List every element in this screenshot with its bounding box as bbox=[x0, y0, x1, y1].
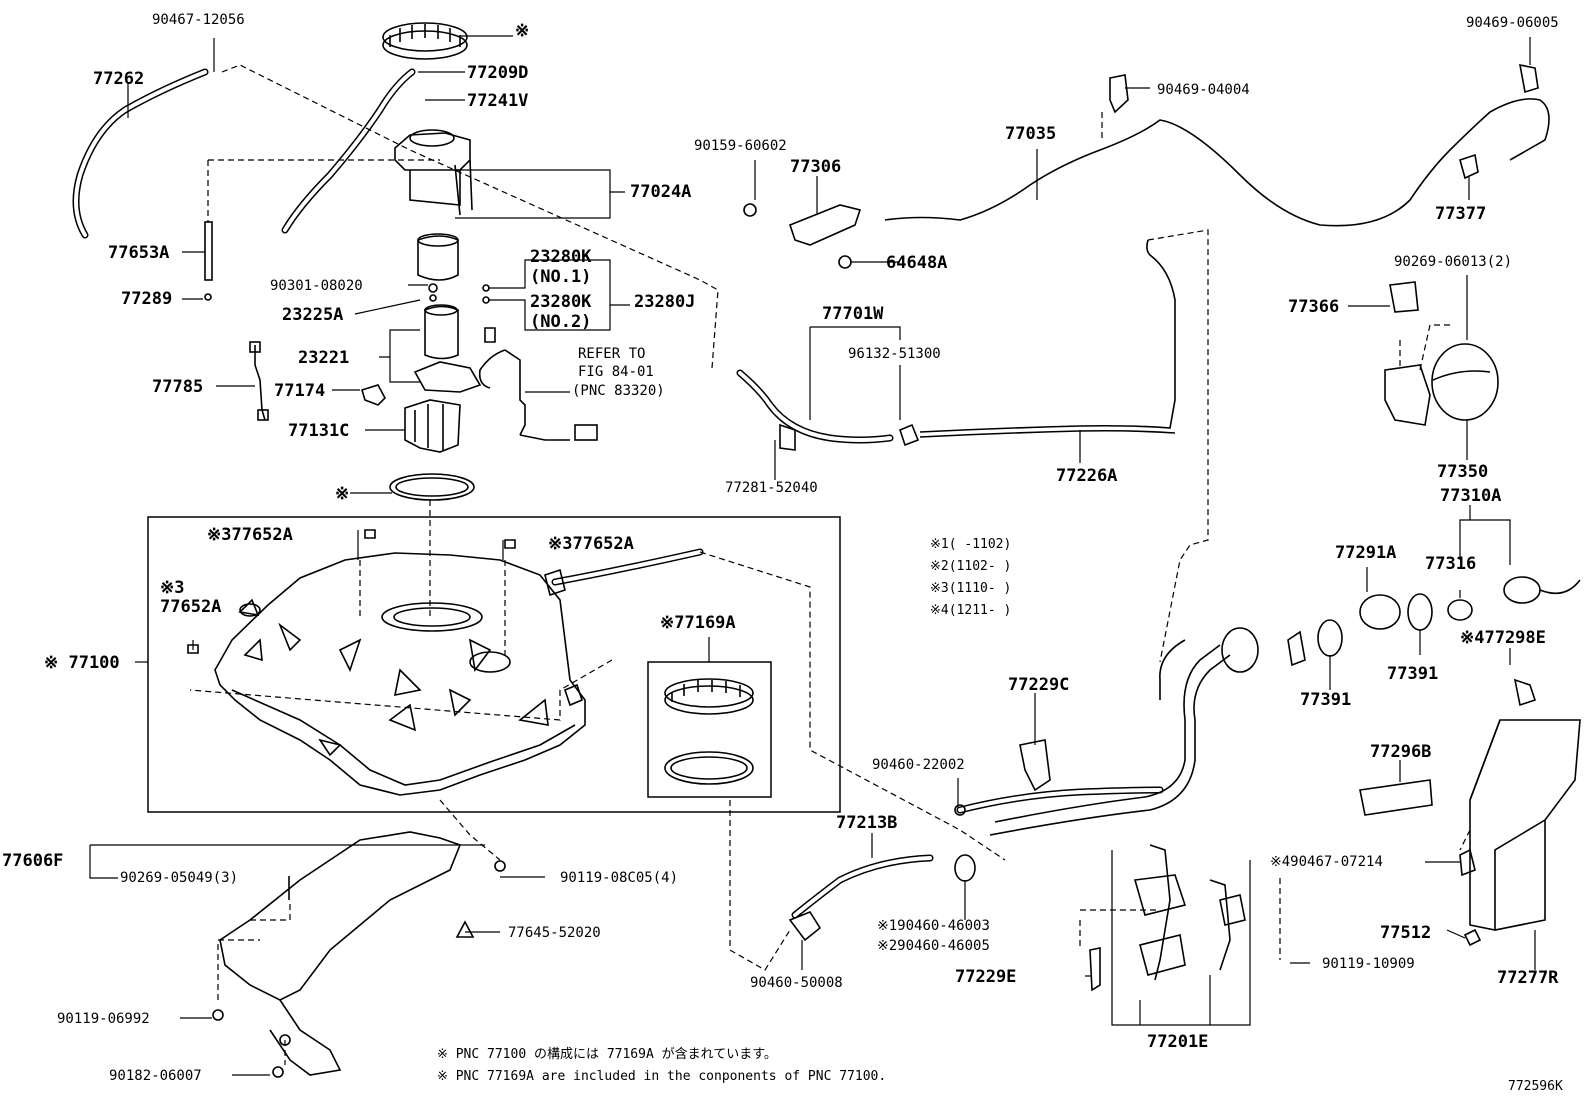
label-23280K-2: 23280K bbox=[530, 292, 592, 312]
label-90269-06013: 90269-06013(2) bbox=[1394, 254, 1512, 270]
label-23221: 23221 bbox=[298, 348, 349, 368]
label-77296B: 77296B bbox=[1370, 742, 1431, 762]
label-77289: 77289 bbox=[121, 289, 172, 309]
diagram-id: 772596K bbox=[1508, 1079, 1563, 1094]
label-77306: 77306 bbox=[790, 157, 841, 177]
label-77262: 77262 bbox=[93, 69, 144, 89]
label-90469-06005: 90469-06005 bbox=[1466, 15, 1559, 31]
parts-artwork bbox=[72, 22, 1581, 1078]
label-77310A: 77310A bbox=[1440, 486, 1501, 506]
label-77131C: 77131C bbox=[288, 421, 349, 441]
label-77201E: 77201E bbox=[1147, 1032, 1208, 1052]
label-90269-05049: 90269-05049(3) bbox=[120, 870, 238, 886]
label-90159-60602: 90159-60602 bbox=[694, 138, 787, 154]
label-77281-52040: 77281-52040 bbox=[725, 480, 818, 496]
footer-note-english: ※ PNC 77169A are included in the conpone… bbox=[437, 1069, 886, 1084]
label-77652A-right: ※377652A bbox=[548, 534, 634, 554]
label-77391-b: 77391 bbox=[1387, 664, 1438, 684]
label-77241V: 77241V bbox=[467, 91, 528, 111]
label-77100: ※ 77100 bbox=[44, 653, 120, 673]
fuel-tank-frame bbox=[147, 516, 841, 813]
label-77035: 77035 bbox=[1005, 124, 1056, 144]
label-90469-04004: 90469-04004 bbox=[1157, 82, 1250, 98]
label-ring-mark-top: ※ bbox=[515, 21, 529, 41]
label-77377: 77377 bbox=[1435, 204, 1486, 224]
label-77366: 77366 bbox=[1288, 297, 1339, 317]
label-77652A-side-mark: ※3 bbox=[160, 578, 184, 598]
label-90467-07214: ※490467-07214 bbox=[1270, 854, 1383, 870]
label-77316: 77316 bbox=[1425, 554, 1476, 574]
leader-lines bbox=[89, 35, 1536, 1076]
label-90460-46003: ※190460-46003 bbox=[877, 918, 990, 934]
label-90119-08C05: 90119-08C05(4) bbox=[560, 870, 678, 886]
legend-line-4: ※4(1211- ) bbox=[930, 603, 1011, 618]
fuel-tank-shape bbox=[214, 552, 586, 796]
part-labels: 90467-12056 77262 77209D 77241V 77024A 7… bbox=[2, 12, 1559, 1084]
label-refer-line1: REFER TO bbox=[578, 346, 645, 362]
label-refer-line3: (PNC 83320) bbox=[572, 383, 665, 399]
footer-notes: ※ PNC 77100 の構成には 77169A が含まれています。 ※ PNC… bbox=[437, 1046, 1563, 1094]
legend-line-1: ※1( -1102) bbox=[930, 537, 1011, 552]
label-90119-10909: 90119-10909 bbox=[1322, 956, 1415, 972]
label-90460-50008: 90460-50008 bbox=[750, 975, 843, 991]
label-77645-52020: 77645-52020 bbox=[508, 925, 601, 941]
label-77174: 77174 bbox=[274, 381, 325, 401]
label-77606F: 77606F bbox=[2, 851, 63, 871]
footer-note-japanese: ※ PNC 77100 の構成には 77169A が含まれています。 bbox=[437, 1046, 777, 1062]
label-77229C: 77229C bbox=[1008, 675, 1069, 695]
label-90460-22002: 90460-22002 bbox=[872, 757, 965, 773]
label-90119-06992: 90119-06992 bbox=[57, 1011, 150, 1027]
label-77652A-side: 77652A bbox=[160, 597, 221, 617]
filler-parts-art bbox=[187, 63, 1581, 1078]
label-96132-51300: 96132-51300 bbox=[848, 346, 941, 362]
label-77391-a: 77391 bbox=[1300, 690, 1351, 710]
legend-line-2: ※2(1102- ) bbox=[930, 559, 1011, 574]
label-23280K-1: 23280K bbox=[530, 247, 592, 267]
label-90182-06007: 90182-06007 bbox=[109, 1068, 202, 1084]
fuel-pump-module-art bbox=[204, 22, 598, 501]
hoses-art bbox=[72, 68, 1259, 919]
label-23225A: 23225A bbox=[282, 305, 343, 325]
assembly-dashed-lines bbox=[189, 64, 1471, 1065]
label-77024A: 77024A bbox=[630, 182, 691, 202]
label-77226A: 77226A bbox=[1056, 466, 1117, 486]
label-77209D: 77209D bbox=[467, 63, 528, 83]
label-77213B: 77213B bbox=[836, 813, 897, 833]
label-ring-mark-mid: ※ bbox=[335, 484, 349, 504]
label-77298E: ※477298E bbox=[1460, 628, 1546, 648]
label-64648A: 64648A bbox=[886, 253, 947, 273]
label-90460-46005: ※290460-46005 bbox=[877, 938, 990, 954]
label-77291A: 77291A bbox=[1335, 543, 1396, 563]
legend-line-3: ※3(1110- ) bbox=[930, 581, 1011, 596]
label-77652A-left: ※377652A bbox=[207, 525, 293, 545]
label-90301-08020: 90301-08020 bbox=[270, 278, 363, 294]
date-range-legend: ※1( -1102) ※2(1102- ) ※3(1110- ) ※4(1211… bbox=[930, 537, 1011, 618]
label-no2: (NO.2) bbox=[530, 312, 591, 332]
label-23280J: 23280J bbox=[634, 292, 695, 312]
label-77277R: 77277R bbox=[1497, 968, 1559, 988]
label-no1: (NO.1) bbox=[530, 267, 591, 287]
label-77701W: 77701W bbox=[822, 304, 884, 324]
label-refer-line2: FIG 84-01 bbox=[578, 364, 654, 380]
fuel-lid-cable-art bbox=[884, 98, 1550, 227]
label-77350: 77350 bbox=[1437, 462, 1488, 482]
label-77169A: ※77169A bbox=[660, 613, 736, 633]
sender-gasket-kit-frame bbox=[647, 661, 772, 798]
label-77512: 77512 bbox=[1380, 923, 1431, 943]
label-90467-12056: 90467-12056 bbox=[152, 12, 245, 28]
label-77229E: 77229E bbox=[955, 967, 1016, 987]
label-77653A: 77653A bbox=[108, 243, 169, 263]
label-77785: 77785 bbox=[152, 377, 203, 397]
